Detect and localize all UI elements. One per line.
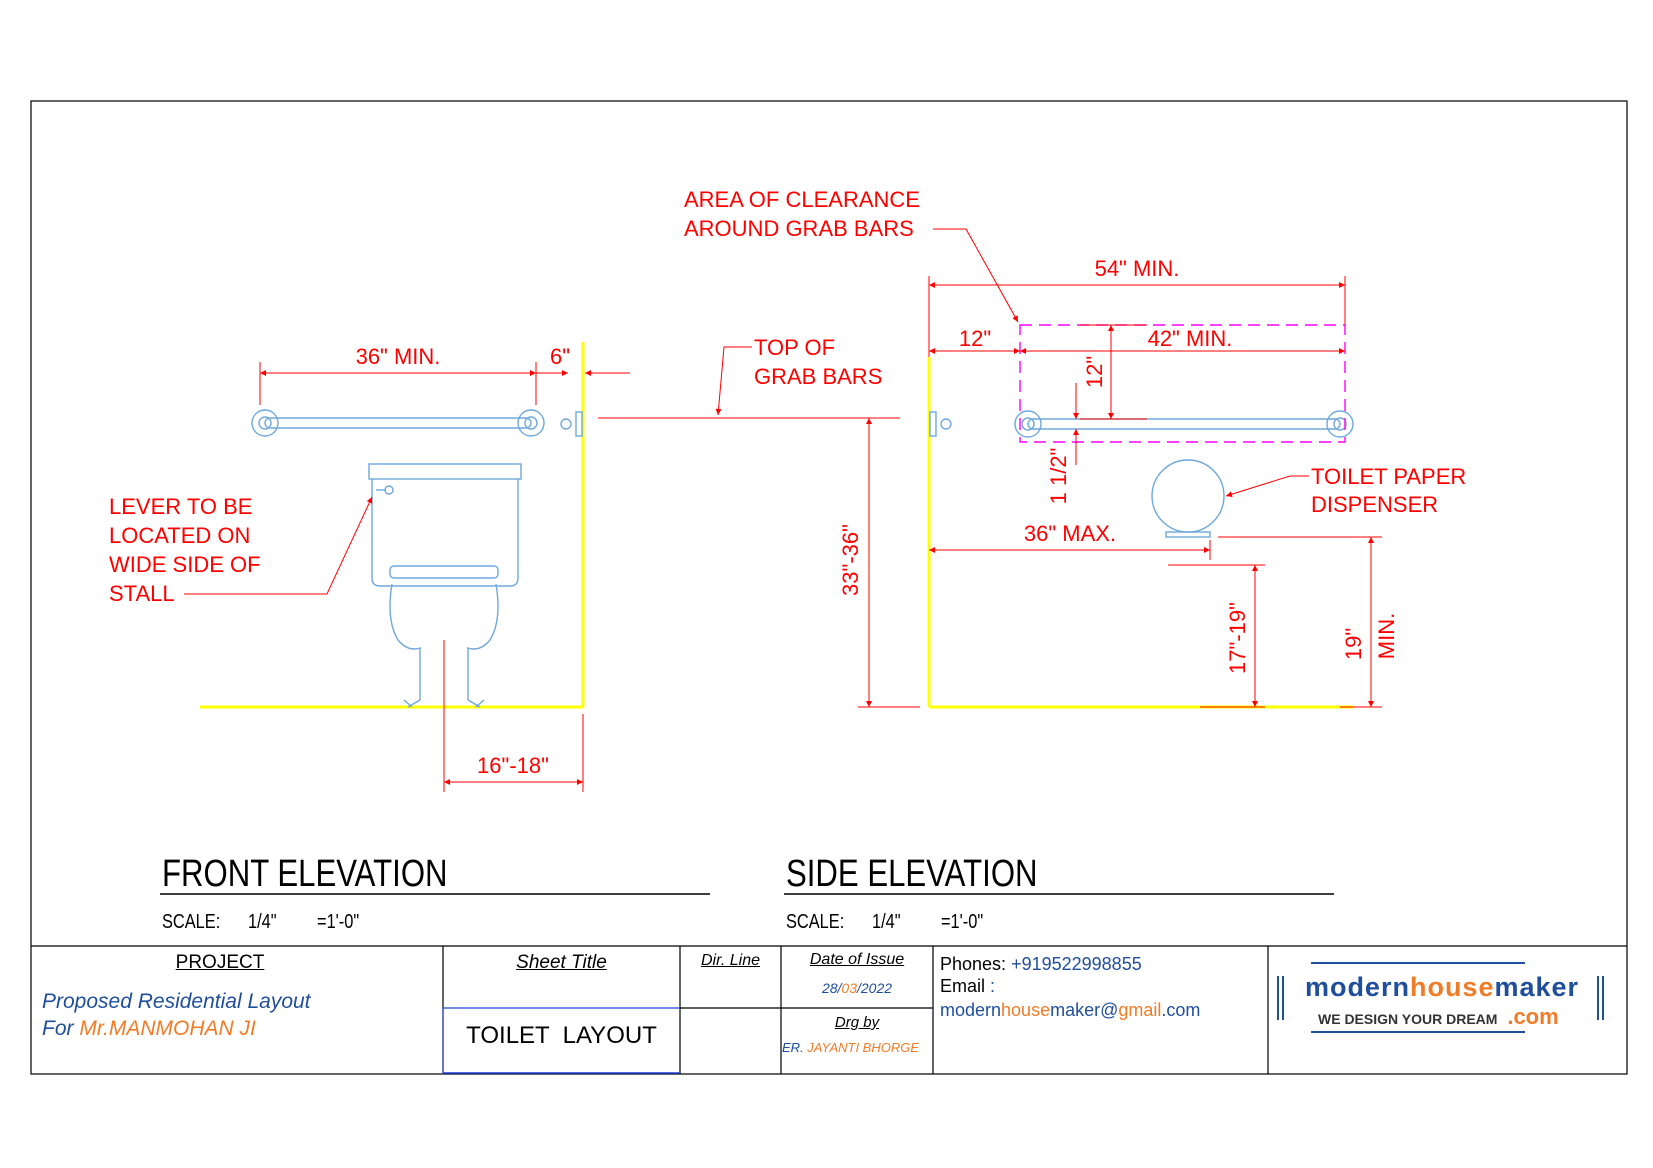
project-name: Proposed Residential Layout xyxy=(42,990,311,1013)
drawn-by-name: JAYANTI BHORGE xyxy=(807,1040,920,1055)
dim-seat-height: 17"-19" xyxy=(1225,602,1250,674)
front-elevation: 36" MIN. 6" 16"-18" LEVER TO BE LOCATED … xyxy=(109,342,710,932)
company-logo: modernhousemaker xyxy=(1288,972,1596,1003)
email-label: Email xyxy=(940,976,986,996)
dispenser-leader xyxy=(1225,475,1309,498)
logo-part-3: maker xyxy=(1494,972,1580,1002)
sheet-border xyxy=(30,100,1628,1075)
grab-bar-clearance-zone xyxy=(1019,324,1346,443)
email-part-2: house xyxy=(1001,1000,1051,1020)
side-grab-bar xyxy=(929,410,1354,438)
phones-value[interactable]: +919522998855 xyxy=(1011,954,1142,974)
side-elevation-title: SIDE ELEVATION xyxy=(786,853,1038,895)
dim-clear-above: 12" xyxy=(1082,356,1107,388)
email-label-row: Email : xyxy=(940,976,995,997)
front-scale-label: SCALE: xyxy=(162,909,220,932)
logo-tld: .com xyxy=(1507,1004,1559,1029)
project-client-prefix: For xyxy=(42,1017,80,1040)
front-grab-bar xyxy=(251,409,583,437)
phones: Phones: +919522998855 xyxy=(940,954,1142,975)
title-block-grid xyxy=(31,945,1627,1074)
toilet-fixture xyxy=(368,463,522,708)
lever-leader xyxy=(184,496,373,595)
top-of-grab-bars-leader xyxy=(715,346,752,416)
sheet-title-header: Sheet Title xyxy=(516,952,607,973)
logo-part-2: house xyxy=(1409,972,1495,1002)
email-part-1: modern xyxy=(940,1000,1002,1020)
project-header: PROJECT xyxy=(175,952,265,973)
front-scale-a: 1/4" xyxy=(248,909,277,932)
email-part-6: .com xyxy=(1161,1000,1201,1020)
date-year: /2022 xyxy=(857,980,893,996)
lever-note-line4: STALL xyxy=(109,581,175,606)
email-colon: : xyxy=(985,976,996,996)
dim-toilet-centerline: 16"-18" xyxy=(477,753,549,778)
phones-label: Phones: xyxy=(940,954,1007,974)
logo-tagline: WE DESIGN YOUR DREAM xyxy=(1318,1011,1498,1027)
dim-front-offset: 6" xyxy=(550,344,570,369)
dim-bar-height: 33"-36" xyxy=(838,524,863,596)
dispenser-note-line2: DISPENSER xyxy=(1311,492,1438,517)
clearance-leader xyxy=(933,228,1019,323)
drawn-by-header: Drg by xyxy=(834,1014,880,1031)
dim-front-bar-length: 36" MIN. xyxy=(356,344,441,369)
top-of-grab-bars-line1: TOP OF xyxy=(754,335,835,360)
side-scale-a: 1/4" xyxy=(872,909,901,932)
dim-bar-gap: 1 1/2" xyxy=(1046,448,1071,505)
side-scale-label: SCALE: xyxy=(786,909,844,932)
date-value: 28/03/2022 xyxy=(781,980,933,996)
toilet-paper-dispenser xyxy=(1151,459,1225,538)
project-client: For Mr.MANMOHAN JI xyxy=(42,1017,256,1041)
project-client-name: Mr.MANMOHAN JI xyxy=(79,1017,256,1040)
email-part-3: maker xyxy=(1050,1000,1101,1020)
top-of-grab-bars-line2: GRAB BARS xyxy=(754,364,882,389)
side-elevation: 33"-36" AREA OF CLEARANCE AROUND GRAB BA… xyxy=(684,187,1466,932)
logo-part-1: modern xyxy=(1304,972,1410,1002)
email-part-5: gmail xyxy=(1118,1000,1162,1020)
side-scale-b: =1'-0" xyxy=(941,909,983,932)
date-header: Date of Issue xyxy=(809,951,905,968)
dim-side-left: 12" xyxy=(959,326,991,351)
front-elevation-title: FRONT ELEVATION xyxy=(162,853,448,895)
clearance-note-line1: AREA OF CLEARANCE xyxy=(684,187,920,212)
sheet-title: TOILET LAYOUT xyxy=(466,1022,657,1049)
email-part-4: @ xyxy=(1100,1000,1119,1020)
drawn-by: ER. JAYANTI BHORGE xyxy=(782,1040,933,1055)
dim-side-overall: 54" MIN. xyxy=(1095,256,1180,281)
dim-dispenser-height: 19" xyxy=(1341,628,1366,660)
date-month: 03 xyxy=(841,980,857,996)
date-day: 28/ xyxy=(821,980,842,996)
logo-frame xyxy=(1277,962,1604,1033)
dim-dispenser-height-min: MIN. xyxy=(1374,613,1399,659)
clearance-note-line2: AROUND GRAB BARS xyxy=(684,216,914,241)
dim-side-right: 42" MIN. xyxy=(1148,326,1233,351)
dir-line-header: Dir. Line xyxy=(701,952,760,969)
logo-tagline-row: WE DESIGN YOUR DREAM .com xyxy=(1318,1004,1559,1030)
front-scale-b: =1'-0" xyxy=(317,909,359,932)
lever-note-line3: WIDE SIDE OF xyxy=(109,552,261,577)
dim-dispenser-max: 36" MAX. xyxy=(1024,521,1116,546)
drawn-by-prefix: ER. xyxy=(782,1040,808,1055)
lever-note-line1: LEVER TO BE xyxy=(109,494,252,519)
lever-note-line2: LOCATED ON xyxy=(109,523,250,548)
dispenser-note-line1: TOILET PAPER xyxy=(1311,464,1466,489)
email-address[interactable]: modernhousemaker@gmail.com xyxy=(940,1000,1200,1021)
